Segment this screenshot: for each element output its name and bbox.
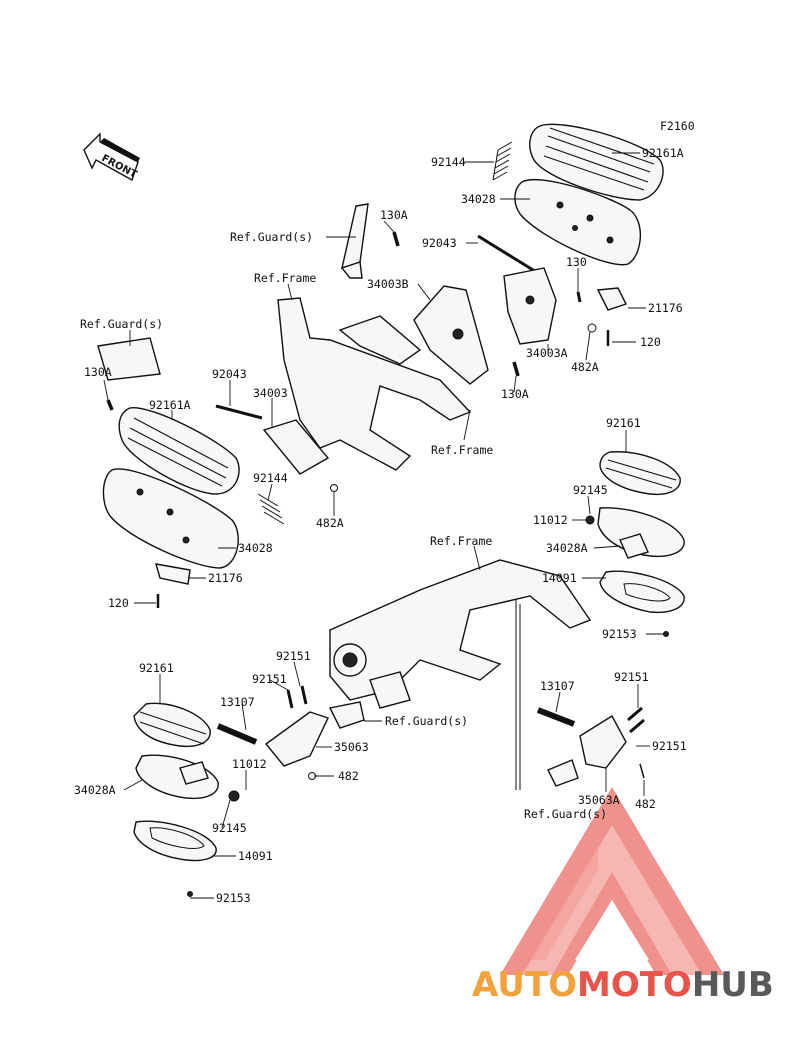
label-130A-mid: 130A (501, 387, 529, 401)
label-482-right: 482 (635, 797, 656, 811)
label-34003: 34003 (253, 386, 288, 400)
label-92161-left: 92161 (139, 661, 174, 675)
watermark-text: AUTOMOTOHUB (472, 965, 774, 1005)
top-floorboard-assembly (277, 123, 664, 471)
label-482A-top: 482A (571, 360, 599, 374)
label-refframe-mid: Ref.Frame (431, 443, 493, 457)
left-floorboard-assembly (97, 337, 338, 608)
label-34003A: 34003A (526, 346, 568, 360)
label-refframe-low: Ref.Frame (430, 534, 492, 548)
label-130A-top: 130A (380, 208, 408, 222)
right-lower-bracket (536, 706, 645, 787)
label-34028-left: 34028 (238, 541, 273, 555)
label-482A-left: 482A (316, 516, 344, 530)
label-92161A-top: 92161A (642, 146, 684, 160)
label-92161-right: 92161 (606, 416, 641, 430)
label-92043-left: 92043 (212, 367, 247, 381)
label-refguard-top: Ref.Guard(s) (230, 230, 313, 244)
label-120-top: 120 (640, 335, 661, 349)
left-lower-floorboard (133, 685, 365, 897)
label-92153-left: 92153 (216, 891, 251, 905)
lower-frame (329, 559, 592, 790)
label-92151-b: 92151 (252, 672, 287, 686)
label-35063A: 35063A (578, 793, 620, 807)
label-34028A-right: 34028A (546, 541, 588, 555)
label-92151-d: 92151 (652, 739, 687, 753)
label-34028-top: 34028 (461, 192, 496, 206)
watermark-auto: AUTO (472, 965, 577, 1005)
label-refframe-top: Ref.Frame (254, 271, 316, 285)
label-92145-left: 92145 (212, 821, 247, 835)
part-labels: 92144 92161A 34028 130A Ref.Guard(s) 920… (74, 146, 687, 905)
label-92144-top: 92144 (431, 155, 466, 169)
label-92151-c: 92151 (614, 670, 649, 684)
label-13107-left: 13107 (220, 695, 255, 709)
label-refguard-low: Ref.Guard(s) (385, 714, 468, 728)
label-35063: 35063 (334, 740, 369, 754)
label-21176-top: 21176 (648, 301, 683, 315)
label-92145-right: 92145 (573, 483, 608, 497)
watermark-moto: MOTO (577, 965, 692, 1005)
label-14091-right: 14091 (542, 571, 577, 585)
label-482: 482 (338, 769, 359, 783)
label-34028A-left: 34028A (74, 783, 116, 797)
watermark-logo (500, 787, 724, 975)
label-130-top: 130 (566, 255, 587, 269)
label-13107-right: 13107 (540, 679, 575, 693)
leader-lines (103, 152, 664, 899)
label-92153-right: 92153 (602, 627, 637, 641)
watermark-hub: HUB (692, 965, 774, 1005)
label-34003B: 34003B (367, 277, 409, 291)
label-refguard-left: Ref.Guard(s) (80, 317, 163, 331)
label-14091-left: 14091 (238, 849, 273, 863)
label-92043-top: 92043 (422, 236, 457, 250)
right-lower-floorboard (585, 451, 685, 637)
label-120-left: 120 (108, 596, 129, 610)
front-arrow-icon: FRONT (83, 132, 140, 182)
label-92161A-left: 92161A (149, 398, 191, 412)
diagram-id: F2160 (660, 119, 695, 133)
label-21176-left: 21176 (208, 571, 243, 585)
label-92151-a: 92151 (276, 649, 311, 663)
label-refguard-bottom: Ref.Guard(s) (524, 807, 607, 821)
label-11012-left: 11012 (232, 757, 267, 771)
label-130A-left: 130A (84, 365, 112, 379)
label-92144-left: 92144 (253, 471, 288, 485)
label-11012-right: 11012 (533, 513, 568, 527)
